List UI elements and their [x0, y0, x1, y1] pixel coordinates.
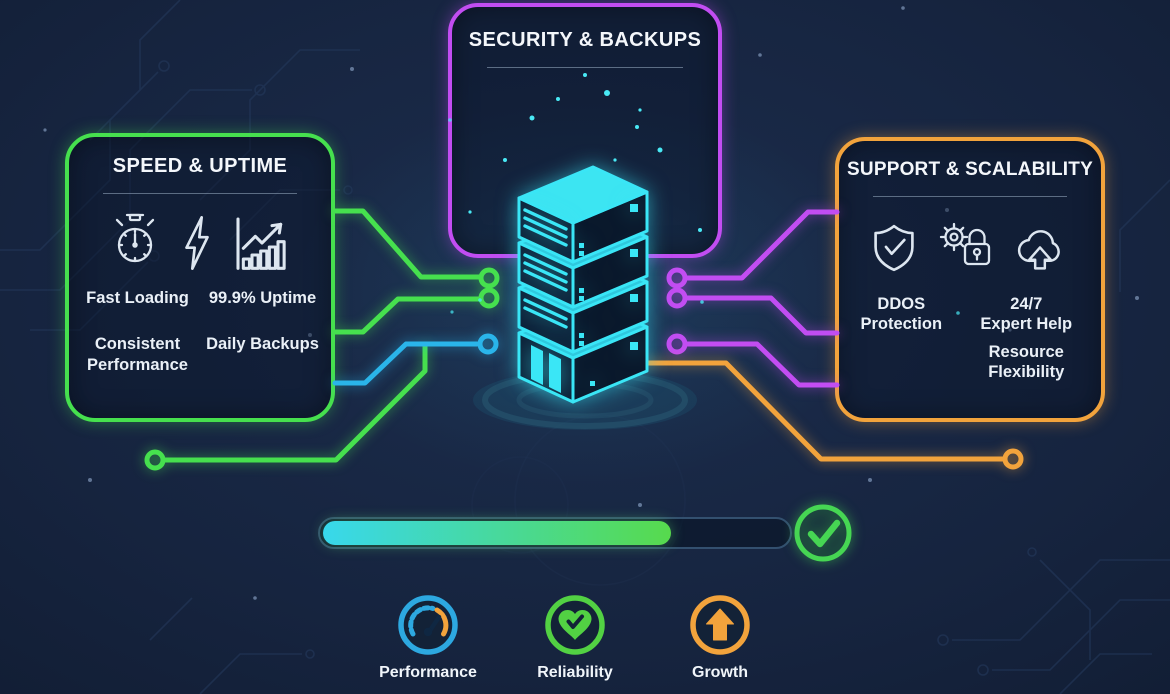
growth-chart-icon — [236, 217, 286, 270]
divider — [873, 196, 1067, 197]
stopwatch-icon — [115, 213, 155, 263]
security-backups-title: SECURITY & BACKUPS — [468, 29, 702, 51]
speed-uptime-title: SPEED & UPTIME — [112, 155, 288, 177]
arrow-up-icon — [690, 595, 750, 655]
speed-feature-grid: Fast Loading 99.9% Uptime Consistent Per… — [69, 288, 331, 375]
feature-label: Resource Flexibility — [988, 342, 1065, 382]
feature-label: DDOS Protection — [860, 295, 943, 334]
support-icon-row — [839, 212, 1101, 274]
support-scalability-card: SUPPORT & SCALABILITY — [835, 137, 1105, 422]
support-feature-grid: DDOS Protection 24/7 Expert Help Resourc… — [839, 294, 1101, 383]
support-scalability-title: SUPPORT & SCALABILITY — [847, 159, 1093, 180]
legend-item-reliability: Reliability — [510, 594, 640, 682]
shield-check-icon — [874, 224, 914, 272]
cloud-upload-icon — [1017, 230, 1060, 270]
speed-icon-row — [69, 209, 331, 271]
feature-label: Daily Backups — [206, 335, 319, 354]
progress-bar-track — [318, 517, 792, 549]
legend-label: Growth — [692, 664, 748, 681]
divider — [486, 67, 684, 68]
speed-uptime-card: SPEED & UPTIME — [65, 133, 335, 422]
lightning-bolt-icon — [185, 215, 209, 271]
legend-item-growth: Growth — [655, 594, 785, 682]
feature-label — [845, 342, 958, 383]
legend-label: Reliability — [537, 664, 613, 681]
gear-lock-icon — [939, 222, 991, 266]
feature-label: Consistent Performance — [87, 335, 188, 374]
feature-label: Fast Loading — [86, 289, 189, 307]
feature-label: 99.9% Uptime — [208, 289, 317, 307]
check-circle-icon — [794, 504, 852, 562]
feature-label: 24/7 Expert Help — [980, 295, 1073, 334]
heart-check-icon — [545, 595, 605, 655]
security-backups-card: SECURITY & BACKUPS — [448, 3, 722, 258]
gauge-icon — [398, 595, 458, 655]
progress-bar-fill — [323, 521, 671, 545]
legend-label: Performance — [379, 664, 477, 681]
divider — [103, 193, 297, 194]
legend-item-performance: Performance — [363, 594, 493, 682]
